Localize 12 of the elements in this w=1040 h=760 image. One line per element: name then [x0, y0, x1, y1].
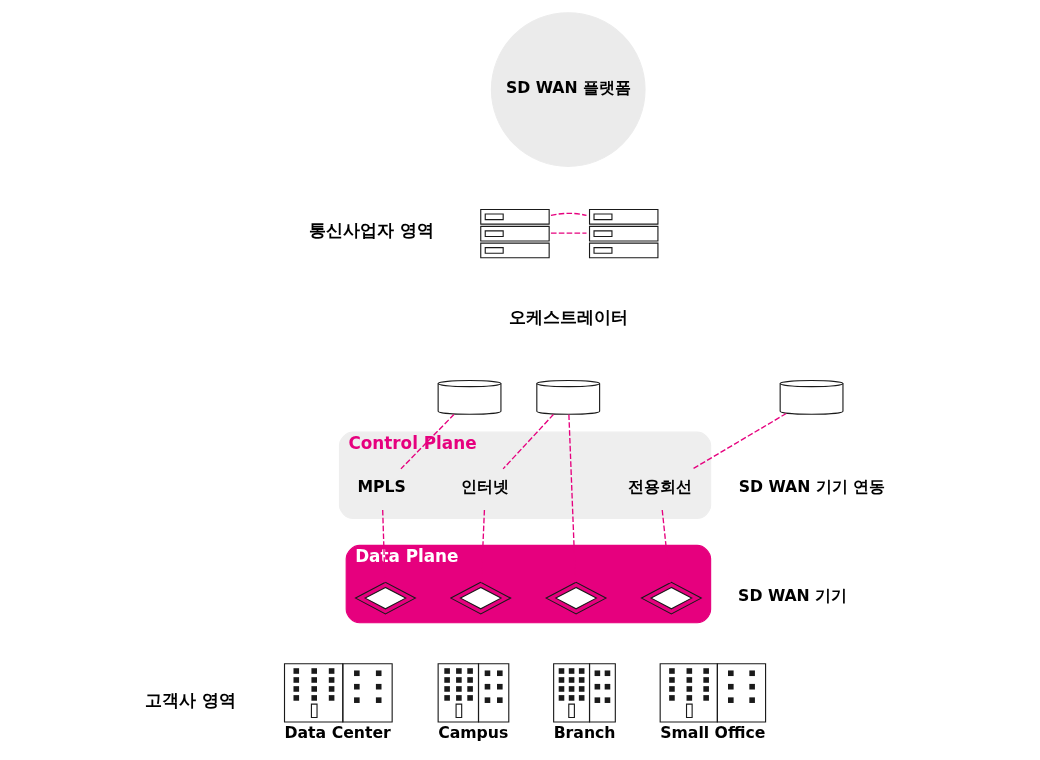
node-label: SD WAN 기기	[738, 586, 848, 606]
node-label: Small Office	[660, 722, 766, 742]
node-label: Campus	[438, 722, 509, 742]
node-text: MPLS	[357, 477, 406, 497]
node-text: 전용회선	[627, 477, 692, 497]
label: 통신사업자 영역	[309, 219, 435, 240]
node-label: SD WAN 기기 연동	[738, 477, 886, 497]
node-label: Branch	[553, 722, 616, 742]
label: 고객사 영역	[145, 689, 237, 710]
node-label: Data Center	[284, 722, 391, 742]
label: 오케스트레이터	[508, 306, 628, 327]
node-text: 인터넷	[461, 477, 510, 497]
